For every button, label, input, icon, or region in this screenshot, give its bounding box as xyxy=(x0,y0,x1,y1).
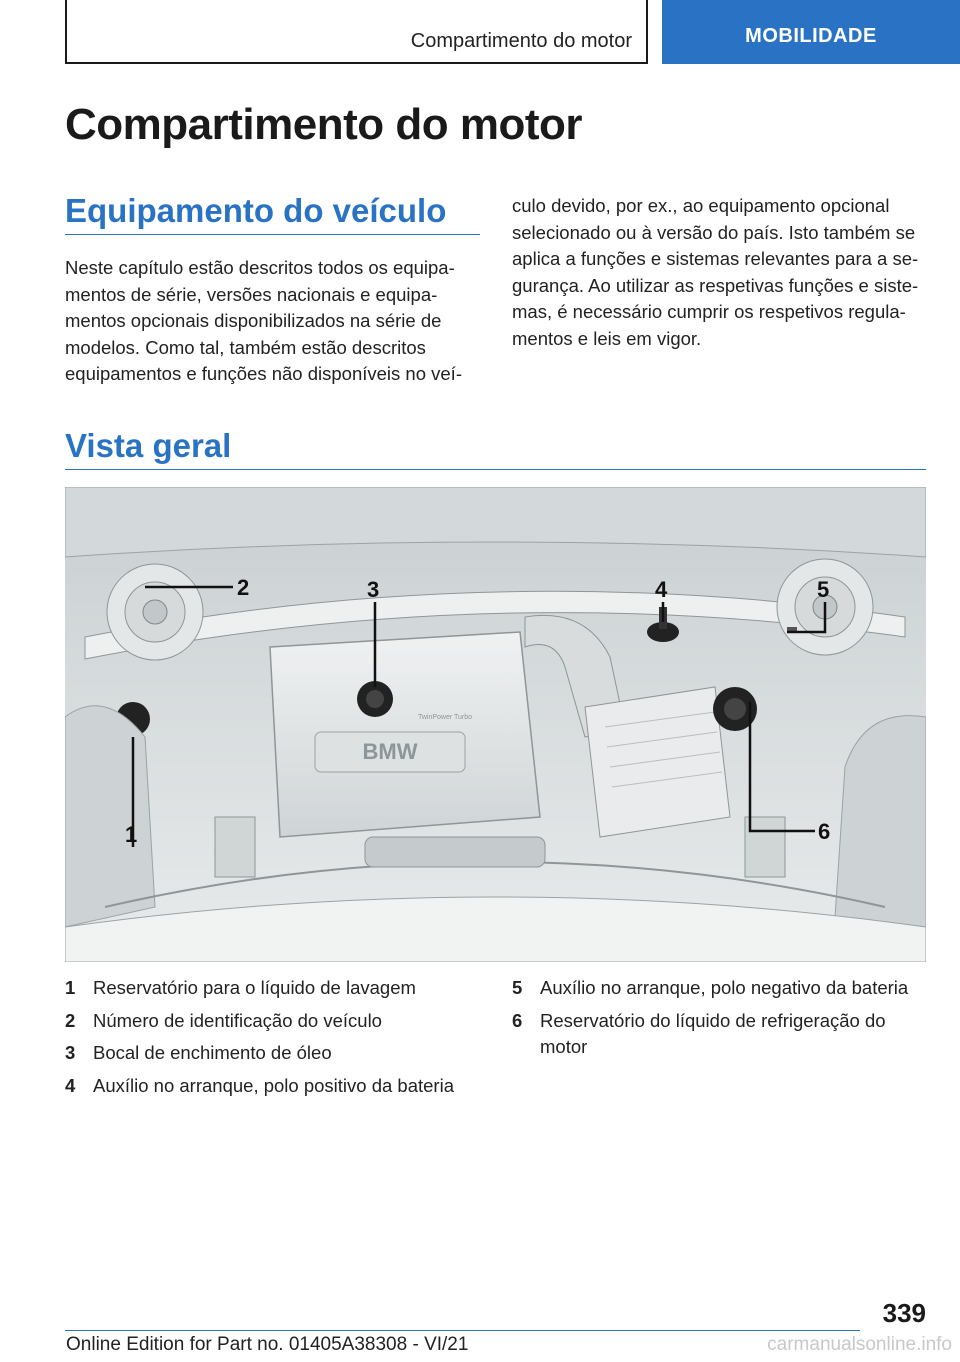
engine-badge: BMW xyxy=(363,739,418,764)
text-line: Neste capítulo estão descritos todos os … xyxy=(65,257,455,278)
legend-text: Número de identificação do veículo xyxy=(93,1009,382,1031)
engine-cover-label: TwinPower Turbo xyxy=(418,714,472,721)
section-rule-overview xyxy=(65,469,926,470)
legend-text: motor xyxy=(540,1036,588,1057)
section-rule-equipment xyxy=(65,234,480,235)
text-line: mentos opcionais disponibilizados na sér… xyxy=(65,310,442,331)
legend-item: 4 Auxílio no arranque, polo positivo da … xyxy=(65,1073,454,1100)
header-section-title: Compartimento do motor xyxy=(410,30,632,52)
header-tab-mobilidade[interactable]: MOBILIDADE xyxy=(662,0,960,64)
legend-item: 2 Número de identificação do veículo xyxy=(65,1008,454,1035)
equipment-text-left: Neste capítulo estão descritos todos os … xyxy=(65,255,462,388)
watermark: carmanualsonline.info xyxy=(767,1334,952,1355)
legend-number: 2 xyxy=(65,1009,76,1031)
legend-item: 6 Reservatório do líquido de refrigeraçã… xyxy=(512,1008,908,1061)
legend-text: Bocal de enchimento de óleo xyxy=(93,1042,332,1063)
text-line: mentos de série, versões nacionais e equ… xyxy=(65,283,438,305)
legend-number: 1 xyxy=(65,977,76,998)
footer-edition: Online Edition for Part no. 01405A38308 … xyxy=(66,1334,469,1355)
callout-3: 3 xyxy=(367,577,379,602)
text-line: equipamentos e funções não disponíveis n… xyxy=(65,363,462,384)
engine-illustration: BMW TwinPower Turbo xyxy=(65,487,926,962)
legend-number: 6 xyxy=(512,1009,523,1031)
section-heading-overview: Vista geral xyxy=(65,427,232,464)
text-line: mentos e leis em vigor. xyxy=(512,327,702,349)
legend-number: 3 xyxy=(65,1042,76,1063)
legend-item: 1 Reservatório para o líquido de lavagem xyxy=(65,975,454,1002)
legend-text: Auxílio no arranque, polo positivo da ba… xyxy=(93,1074,454,1096)
legend-text: Reservatório do líquido de refrigeração … xyxy=(540,1009,886,1031)
legend-item: 3 Bocal de enchimento de óleo xyxy=(65,1040,454,1067)
figure-legend-right: 5 Auxílio no arranque, polo negativo da … xyxy=(512,975,908,1067)
text-line: mas, é necessário cumprir os respetivos … xyxy=(512,301,906,322)
text-line: culo devido, por ex., ao equipamento opc… xyxy=(512,195,890,216)
legend-number: 5 xyxy=(512,977,523,998)
legend-text: Reservatório para o líquido de lavagem xyxy=(93,977,416,998)
text-line: modelos. Como tal, também estão descrito… xyxy=(65,336,426,358)
chapter-title: Compartimento do motor xyxy=(65,100,582,149)
callout-4: 4 xyxy=(655,577,668,602)
legend-item: 5 Auxílio no arranque, polo negativo da … xyxy=(512,975,908,1002)
page-number: 339 xyxy=(882,1298,926,1328)
header-section-box: Compartimento do motor xyxy=(65,0,648,64)
equipment-text-right: culo devido, por ex., ao equipamento opc… xyxy=(512,193,918,352)
text-line: gurança. Ao utilizar as respetivas funçõ… xyxy=(512,274,919,296)
callout-1: 1 xyxy=(125,822,137,847)
engine-compartment-figure: BMW TwinPower Turbo xyxy=(65,487,926,962)
text-line: aplica a funções e sistemas relevantes p… xyxy=(512,248,919,269)
callout-6: 6 xyxy=(818,819,830,844)
callout-2: 2 xyxy=(237,575,249,600)
legend-text: Auxílio no arranque, polo negativo da ba… xyxy=(540,977,909,998)
section-heading-equipment: Equipamento do veículo xyxy=(65,192,447,229)
text-line: selecionado ou à versão do país. Isto ta… xyxy=(512,221,916,243)
figure-legend-left: 1 Reservatório para o líquido de lavagem… xyxy=(65,975,454,1105)
legend-number: 4 xyxy=(65,1074,76,1096)
callout-5: 5 xyxy=(817,577,829,602)
header-tab-label: MOBILIDADE xyxy=(745,24,877,47)
footer-rule xyxy=(65,1330,860,1331)
